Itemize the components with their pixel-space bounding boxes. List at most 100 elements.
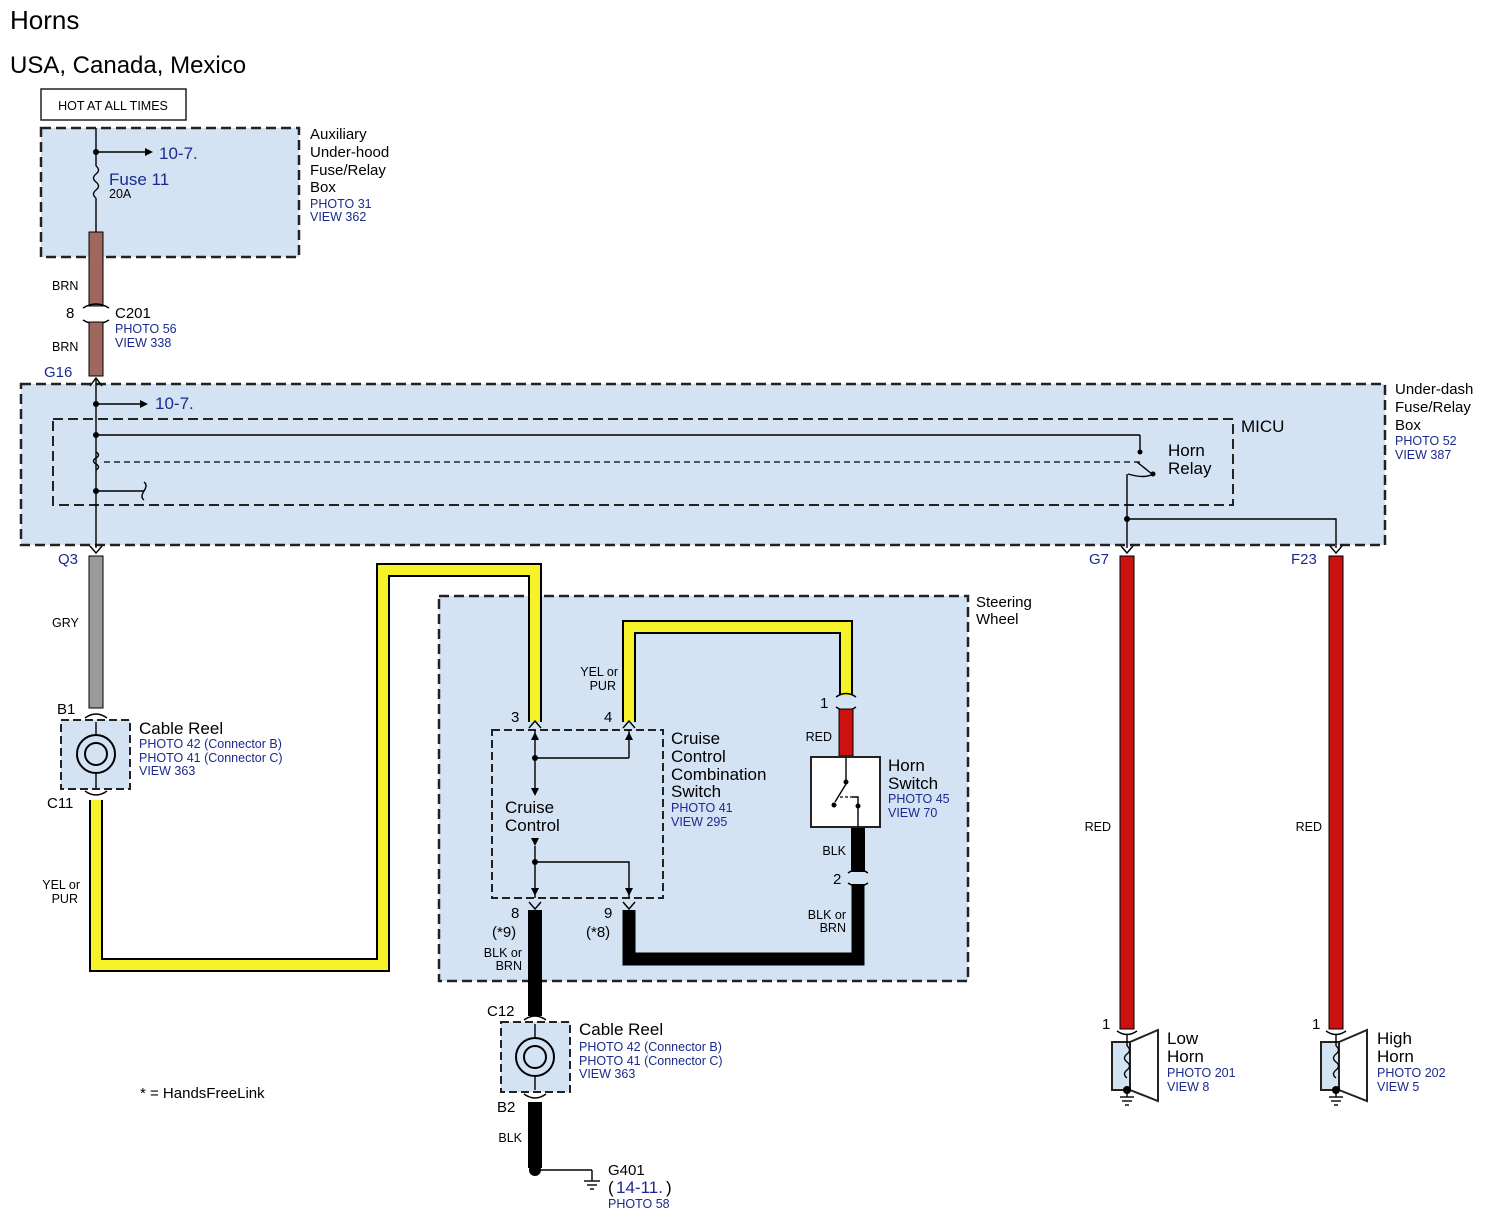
pin-g7: G7 (1089, 551, 1109, 568)
cable-reel-2-photo-b[interactable]: PHOTO 42 (Connector B) (579, 1040, 722, 1054)
brn-wire-upper (88, 231, 104, 307)
c201-photo[interactable]: PHOTO 56 (115, 322, 177, 336)
underdash-fuse-box (19, 382, 1387, 547)
switch-view[interactable]: VIEW 295 (671, 815, 727, 829)
low-horn-pin: 1 (1102, 1016, 1110, 1033)
aux-box-name-2: Under-hood (310, 144, 389, 161)
arrow-right-icon (145, 148, 153, 156)
ground-name: G401 (608, 1162, 645, 1179)
connector-high-horn (1325, 1030, 1347, 1036)
wire-color-red-1: RED (806, 730, 832, 744)
steering-wheel-name-1: Steering (976, 594, 1032, 611)
switch-pin-9: 9 (604, 905, 612, 922)
connector-horn-pin2-bottom (847, 882, 869, 888)
pin-3-connector (528, 719, 542, 729)
wire-color-blkbrn-3: BLK or (808, 908, 846, 922)
horn-switch-wire (852, 796, 859, 827)
wire-color-yel-4: PUR (590, 679, 616, 693)
red-wire-low-horn (1119, 555, 1135, 1030)
ground-ref-open: ( (608, 1178, 614, 1197)
cable-reel-2-pin-bottom: B2 (497, 1099, 515, 1116)
switch-name-2: Control (671, 747, 726, 766)
switch-pin-8: 8 (511, 905, 519, 922)
pin-g7-connector (1120, 545, 1134, 555)
wire-color-blkbrn-4: BRN (820, 921, 846, 935)
arrow-down-icon (531, 888, 539, 896)
underdash-name-2: Fuse/Relay (1395, 399, 1471, 416)
horn-switch-view[interactable]: VIEW 70 (888, 806, 937, 820)
arrow-down-icon (531, 838, 539, 846)
high-horn-body (1320, 1041, 1340, 1091)
cable-reel-1-name: Cable Reel (139, 719, 223, 738)
cable-reel-1-pin-bottom: C11 (47, 795, 73, 812)
red-wire-horn-switch (838, 708, 854, 757)
wire-color-yel-3: YEL or (580, 665, 618, 679)
high-horn-photo[interactable]: PHOTO 202 (1377, 1066, 1446, 1080)
low-horn-photo[interactable]: PHOTO 201 (1167, 1066, 1236, 1080)
c201-pin: 8 (66, 305, 74, 322)
ground-ref-link[interactable]: 14-11. (616, 1178, 663, 1197)
cable-reel-2-view[interactable]: VIEW 363 (579, 1067, 635, 1081)
underdash-photo[interactable]: PHOTO 52 (1395, 434, 1457, 448)
aux-box-name-4: Box (310, 179, 336, 196)
switch-name-4: Switch (671, 782, 721, 801)
underdash-view[interactable]: VIEW 387 (1395, 448, 1451, 462)
low-horn-view[interactable]: VIEW 8 (1167, 1080, 1209, 1094)
cruise-wire (535, 861, 630, 898)
arrow-down-icon (531, 788, 539, 796)
low-horn-name-1: Low (1167, 1029, 1199, 1048)
relay-output-lead (1127, 473, 1154, 478)
underdash-ref-link[interactable]: 10-7. (155, 394, 194, 413)
cable-reel-1-photo-b[interactable]: PHOTO 42 (Connector B) (139, 737, 282, 751)
arrow-down-icon (625, 888, 633, 896)
pin-g16: G16 (44, 364, 72, 381)
horn-relay-label-1: Horn (1168, 441, 1205, 460)
wire-color-blk-2: BLK (498, 1131, 522, 1145)
switch-pin-4: 4 (604, 709, 612, 726)
micu-label: MICU (1241, 417, 1284, 436)
footnote: * = HandsFreeLink (140, 1085, 265, 1102)
high-horn-coil-icon (1332, 1045, 1340, 1079)
aux-box-view[interactable]: VIEW 362 (310, 210, 366, 224)
aux-ref-link[interactable]: 10-7. (159, 144, 198, 163)
connector-horn-pin2-top (847, 868, 869, 874)
wire-color-gry: GRY (52, 616, 80, 630)
pin-8-connector (528, 901, 542, 911)
blk-brn-wire-pin9 (622, 884, 865, 966)
cable-reel-2-inner-icon (523, 1045, 547, 1069)
wire-color-red-2: RED (1085, 820, 1111, 834)
switch-pin-9-alt: (*8) (586, 924, 610, 941)
underdash-name-3: Box (1395, 417, 1421, 434)
c201-view[interactable]: VIEW 338 (115, 336, 171, 350)
ground-photo[interactable]: PHOTO 58 (608, 1197, 670, 1211)
arrow-up-icon (625, 732, 633, 740)
cable-reel-1-view[interactable]: VIEW 363 (139, 764, 195, 778)
wire-color-brn-2: BRN (52, 340, 78, 354)
low-horn-icon (1129, 1028, 1159, 1103)
fuse-icon (92, 165, 100, 199)
aux-fuse-box (39, 126, 301, 259)
horn-relay-label-2: Relay (1168, 459, 1212, 478)
wire-color-yel-1: YEL or (42, 878, 80, 892)
wire-color-red-3: RED (1296, 820, 1322, 834)
cruise-control-label-2: Control (505, 816, 560, 835)
aux-box-photo[interactable]: PHOTO 31 (310, 197, 372, 211)
wire-color-brn-1: BRN (52, 279, 78, 293)
cable-reel-2-photo-c[interactable]: PHOTO 41 (Connector C) (579, 1054, 723, 1068)
cable-reel-2-name: Cable Reel (579, 1020, 663, 1039)
connector-b1 (84, 713, 108, 719)
horn-switch-photo[interactable]: PHOTO 45 (888, 792, 950, 806)
micu-box (52, 418, 1234, 506)
connector-low-horn (1116, 1030, 1138, 1036)
red-wire-high-horn (1328, 555, 1344, 1030)
cable-reel-1-photo-c[interactable]: PHOTO 41 (Connector C) (139, 751, 283, 765)
switch-photo[interactable]: PHOTO 41 (671, 801, 733, 815)
micu-sense-symbol (141, 481, 147, 501)
wire-color-blkbrn-2: BRN (496, 959, 522, 973)
high-horn-view[interactable]: VIEW 5 (1377, 1080, 1419, 1094)
cruise-switch-box (491, 729, 664, 899)
connector-horn-pin1-top (835, 692, 857, 698)
relay-coil-icon (92, 451, 100, 471)
ground-ref-close: ) (666, 1178, 672, 1197)
